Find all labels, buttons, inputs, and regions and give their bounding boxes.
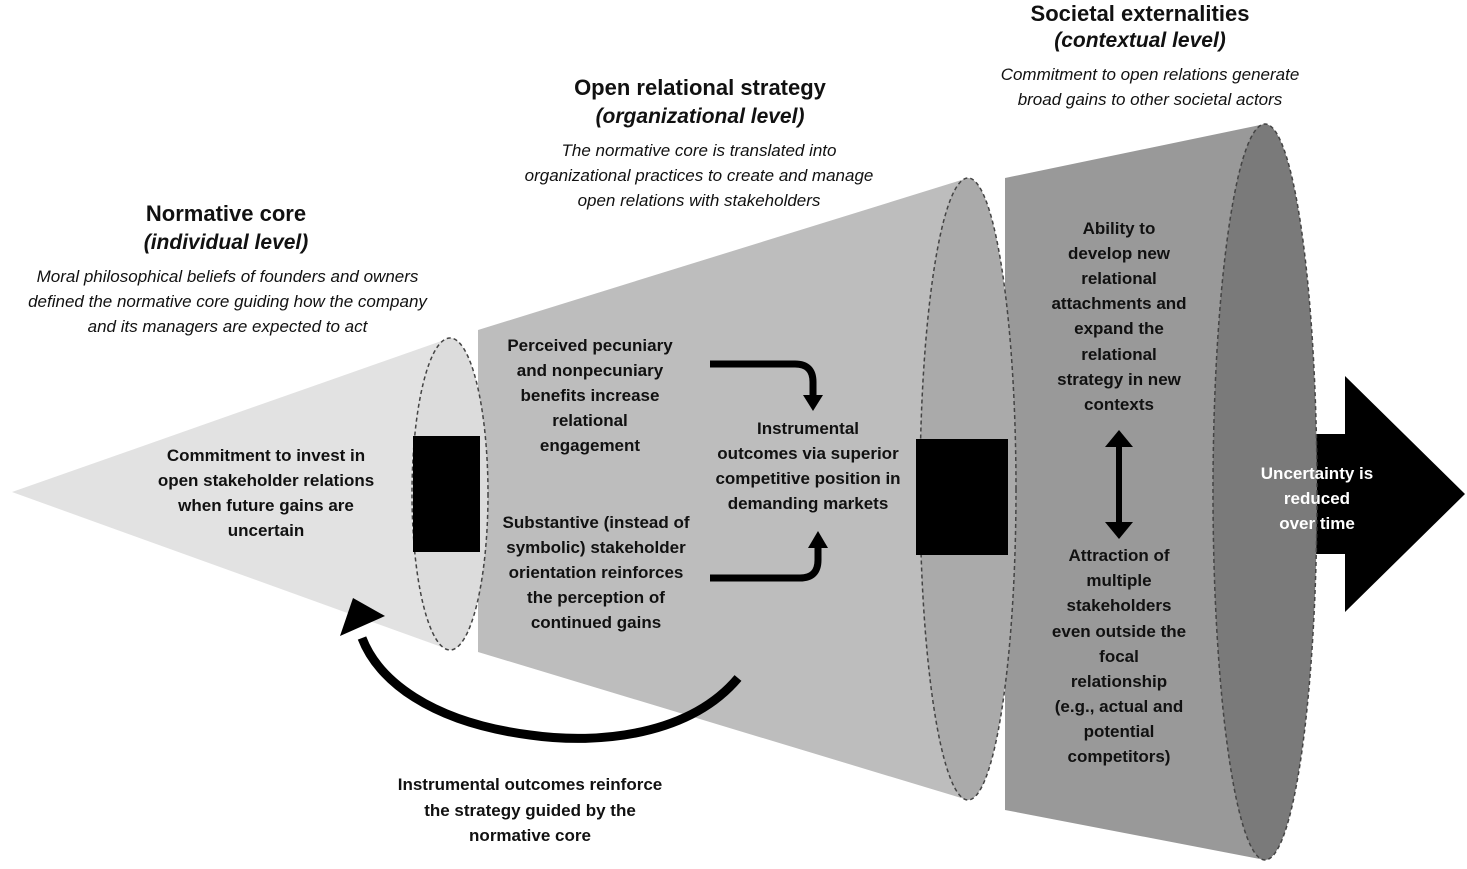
normative-desc-line3: and its managers are expected to act xyxy=(87,317,368,336)
strategy-desc-line3: open relations with stakeholders xyxy=(577,191,821,210)
outcome-line2: outcomes via superior xyxy=(717,444,899,463)
attraction-line4: even outside the xyxy=(1051,622,1187,641)
normative-desc-line1: Moral philosophical beliefs of founders … xyxy=(36,267,419,286)
double-arrow-head-bottom xyxy=(1105,522,1133,539)
substantive-line4: the perception of xyxy=(527,588,665,607)
attraction-line6: relationship xyxy=(1070,672,1168,691)
normative-cone-body xyxy=(12,338,450,650)
double-arrow-head-top xyxy=(1105,430,1133,447)
perceived-line5: engagement xyxy=(539,436,641,455)
strategy-desc-line2: organizational practices to create and m… xyxy=(524,166,874,185)
feedback-line2: the strategy guided by the xyxy=(424,801,636,820)
ability-line2: develop new xyxy=(1067,244,1171,263)
feedback-line3: normative core xyxy=(469,826,591,845)
perceived-line2: and nonpecuniary xyxy=(516,361,664,380)
ability-line3: relational xyxy=(1081,269,1157,288)
societal-cylinder-end xyxy=(1212,123,1318,861)
feedback-curved-arrow-head xyxy=(340,598,385,636)
attraction-line7: (e.g., actual and xyxy=(1054,697,1184,716)
outcome-line4: demanding markets xyxy=(727,494,889,513)
ability-line8: contexts xyxy=(1084,395,1154,414)
ability-line5: expand the xyxy=(1074,319,1164,338)
strategy-title: Open relational strategy xyxy=(574,75,826,100)
feedback-line1: Instrumental outcomes reinforce xyxy=(397,775,663,794)
perceived-line3: benefits increase xyxy=(520,386,660,405)
substantive-line1: Substantive (instead of xyxy=(502,513,690,532)
arrow-line3: over time xyxy=(1279,514,1355,533)
ability-line7: strategy in new xyxy=(1057,370,1181,389)
perceived-line1: Perceived pecuniary xyxy=(507,336,673,355)
attraction-line5: focal xyxy=(1099,647,1139,666)
attraction-line2: multiple xyxy=(1086,571,1152,590)
strategy-level: (organizational level) xyxy=(595,105,805,128)
normative-level: (individual level) xyxy=(143,231,309,254)
ability-line4: attachments and xyxy=(1051,294,1187,313)
arrow-line1: Uncertainty is xyxy=(1260,464,1374,483)
elbow-arrow-lower-head xyxy=(808,531,828,548)
normative-inner-line4: uncertain xyxy=(227,521,305,540)
normative-inner-line1: Commitment to invest in xyxy=(166,446,366,465)
attraction-line1: Attraction of xyxy=(1068,546,1170,565)
attraction-line9: competitors) xyxy=(1067,747,1171,766)
normative-title: Normative core xyxy=(145,201,307,226)
ability-line6: relational xyxy=(1081,345,1157,364)
elbow-arrow-lower xyxy=(710,546,822,582)
feedback-curved-arrow xyxy=(357,636,742,743)
elbow-arrow-upper-head xyxy=(803,395,823,411)
normative-inner-line3: when future gains are xyxy=(178,496,354,515)
societal-title: Societal externalities xyxy=(1030,1,1250,26)
societal-level: (contextual level) xyxy=(1054,29,1226,52)
substantive-line3: orientation reinforces xyxy=(508,563,684,582)
societal-desc-line1: Commitment to open relations generate xyxy=(1000,65,1300,84)
connector-block-right xyxy=(916,439,1008,555)
normative-desc-line2: defined the normative core guiding how t… xyxy=(28,292,427,311)
substantive-line2: symbolic) stakeholder xyxy=(506,538,686,557)
societal-desc-line2: broad gains to other societal actors xyxy=(1017,90,1283,109)
normative-inner-line2: open stakeholder relations xyxy=(157,471,375,490)
perceived-line4: relational xyxy=(552,411,628,430)
ability-line1: Ability to xyxy=(1082,219,1156,238)
attraction-line8: potential xyxy=(1083,722,1155,741)
strategy-cone-body xyxy=(478,178,968,800)
societal-cylinder-body xyxy=(1005,124,1265,860)
attraction-line3: stakeholders xyxy=(1066,596,1172,615)
substantive-line5: continued gains xyxy=(530,613,662,632)
outcome-line3: competitive position in xyxy=(715,469,901,488)
connector-block-left xyxy=(413,436,480,552)
outcome-line1: Instrumental xyxy=(756,419,860,438)
arrow-line2: reduced xyxy=(1283,489,1351,508)
strategy-desc-line1: The normative core is translated into xyxy=(561,141,837,160)
elbow-arrow-upper xyxy=(710,360,817,397)
